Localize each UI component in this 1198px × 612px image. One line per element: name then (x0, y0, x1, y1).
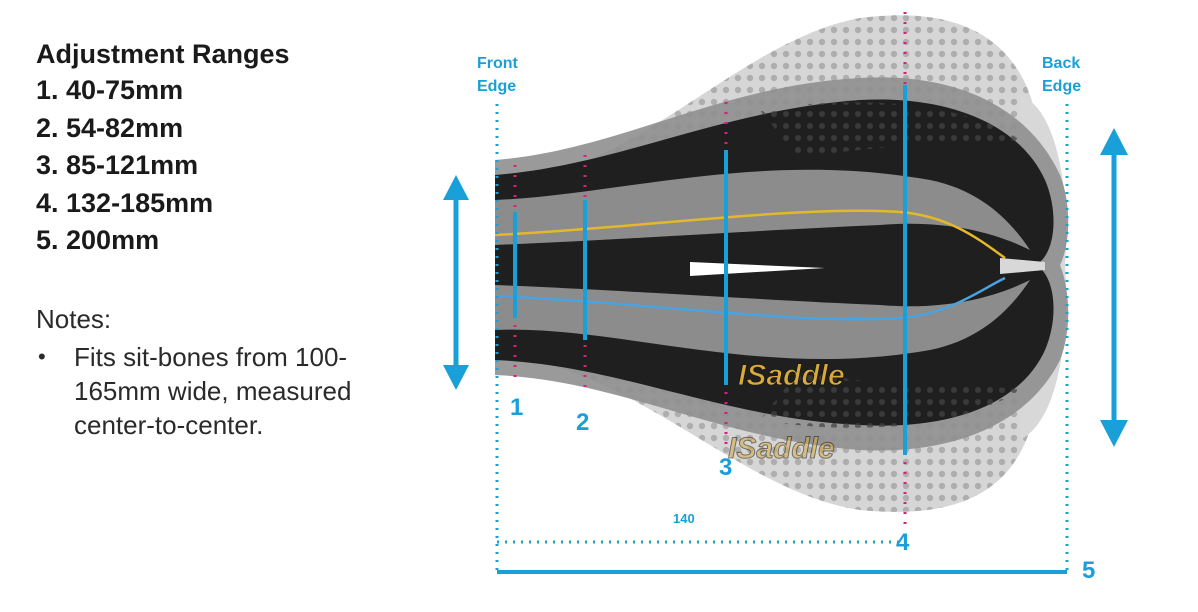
right-double-arrow (1100, 128, 1128, 447)
note-item: Fits sit-bones from 100-165mm wide, meas… (36, 340, 404, 442)
back-edge-label-line1: Back (1042, 55, 1080, 72)
marker-1: 1 (510, 394, 523, 421)
left-double-arrow (443, 175, 469, 390)
notes-list: Fits sit-bones from 100-165mm wide, meas… (36, 340, 416, 442)
marker-2: 2 (576, 409, 589, 436)
back-edge-label-line2: Edge (1042, 78, 1081, 95)
marker-4: 4 (896, 529, 910, 556)
adjustment-ranges-title: Adjustment Ranges (36, 39, 290, 69)
brand-logo-ghost-text: ISaddle (728, 432, 835, 465)
brand-logo-text: ISaddle (738, 359, 845, 392)
range-item-4: 4. 132-185mm (36, 187, 214, 218)
front-edge-label-line1: Front (477, 55, 519, 72)
marker-5: 5 (1082, 557, 1095, 584)
legend-panel: Adjustment Ranges 1. 40-75mm 2. 54-82mm … (36, 36, 416, 442)
marker-3: 3 (719, 454, 732, 481)
measurement-bars (513, 85, 907, 455)
range-item-1: 1. 40-75mm (36, 75, 184, 105)
adjustment-ranges-list: 1. 40-75mm 2. 54-82mm 3. 85-121mm 4. 132… (36, 72, 416, 260)
width-dimension-label: 140 (673, 511, 695, 526)
range-item-3: 3. 85-121mm (36, 150, 199, 180)
front-edge-label-line2: Edge (477, 78, 516, 95)
range-item-2: 2. 54-82mm (36, 112, 184, 143)
range-item-5: 5. 200mm (36, 225, 160, 255)
notes-title: Notes: (36, 303, 112, 334)
saddle-main (494, 99, 1054, 428)
